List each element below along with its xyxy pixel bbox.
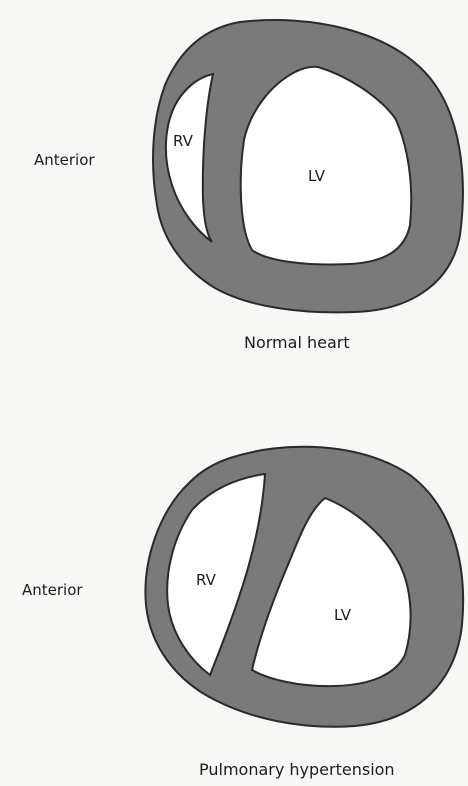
rv-label: RV	[196, 573, 216, 588]
lv-label: LV	[334, 608, 351, 623]
orientation-label: Anterior	[34, 153, 95, 168]
diagram-caption: Normal heart	[244, 335, 350, 351]
diagram-caption: Pulmonary hypertension	[199, 762, 395, 778]
normal-heart-diagram	[0, 0, 468, 390]
orientation-label: Anterior	[22, 583, 83, 598]
lv-label: LV	[308, 169, 325, 184]
pulmonary-hypertension-panel: Anterior RV LV Pulmonary hypertension	[0, 390, 468, 786]
rv-label: RV	[173, 134, 193, 149]
normal-heart-panel: Anterior RV LV Normal heart	[0, 0, 468, 390]
